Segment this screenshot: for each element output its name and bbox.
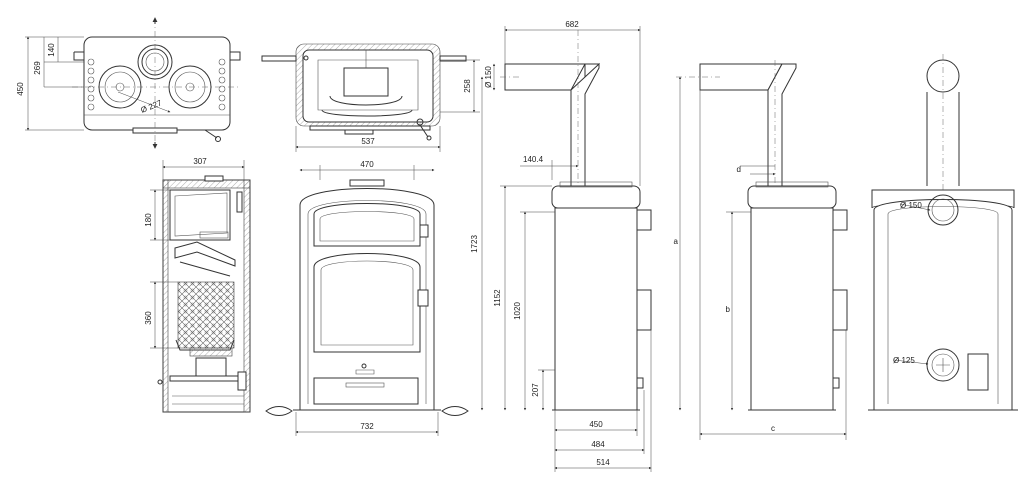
dim-param-d: d [737, 165, 741, 174]
dim-body-height: 1020 [513, 302, 522, 320]
front-view: 470 732 [265, 160, 469, 436]
dim-side-section-depth: 307 [193, 157, 207, 166]
dim-side-section-top-h: 180 [144, 213, 153, 227]
dim-depth-514: 514 [596, 458, 610, 467]
side-view-flue: 682 Ø 150 140.4 1723 1152 1020 207 450 4… [470, 20, 652, 472]
top-section-view: 537 258 [261, 43, 480, 152]
dim-param-a: a [674, 237, 679, 246]
dim-depth-484: 484 [591, 440, 605, 449]
side-view-parametric: a b d c [674, 60, 848, 440]
top-view: 450 269 140 Ø 227 [16, 17, 241, 149]
rear-view: Ø 150 Ø 125 [868, 54, 1018, 411]
side-section-view: 307 180 360 [144, 157, 251, 413]
dim-rear-flue-diameter: Ø 150 [900, 201, 922, 210]
dim-total-height: 1723 [470, 235, 479, 253]
dim-section-top-height: 258 [463, 79, 472, 93]
dim-depth-450: 450 [589, 420, 603, 429]
dim-top-depth-inner: 269 [33, 61, 42, 75]
dim-rear-inlet-diameter: Ø 125 [893, 356, 915, 365]
dim-flue-offset: 140.4 [523, 155, 544, 164]
dim-front-width-top: 470 [360, 160, 374, 169]
dim-param-c: c [771, 424, 775, 433]
dim-flue-diameter: Ø 150 [484, 66, 493, 88]
dim-front-width-base: 732 [360, 422, 374, 431]
dim-section-top-width: 537 [361, 137, 375, 146]
dim-base-height: 207 [531, 383, 540, 397]
dim-flue-center-height: 1152 [493, 289, 502, 307]
dim-side-section-fire-h: 360 [144, 311, 153, 325]
dim-top-depth-total: 450 [16, 82, 25, 96]
dim-flue-horizontal: 682 [565, 20, 579, 29]
dim-top-flue-offset: 140 [47, 43, 56, 57]
dim-param-b: b [726, 305, 731, 314]
